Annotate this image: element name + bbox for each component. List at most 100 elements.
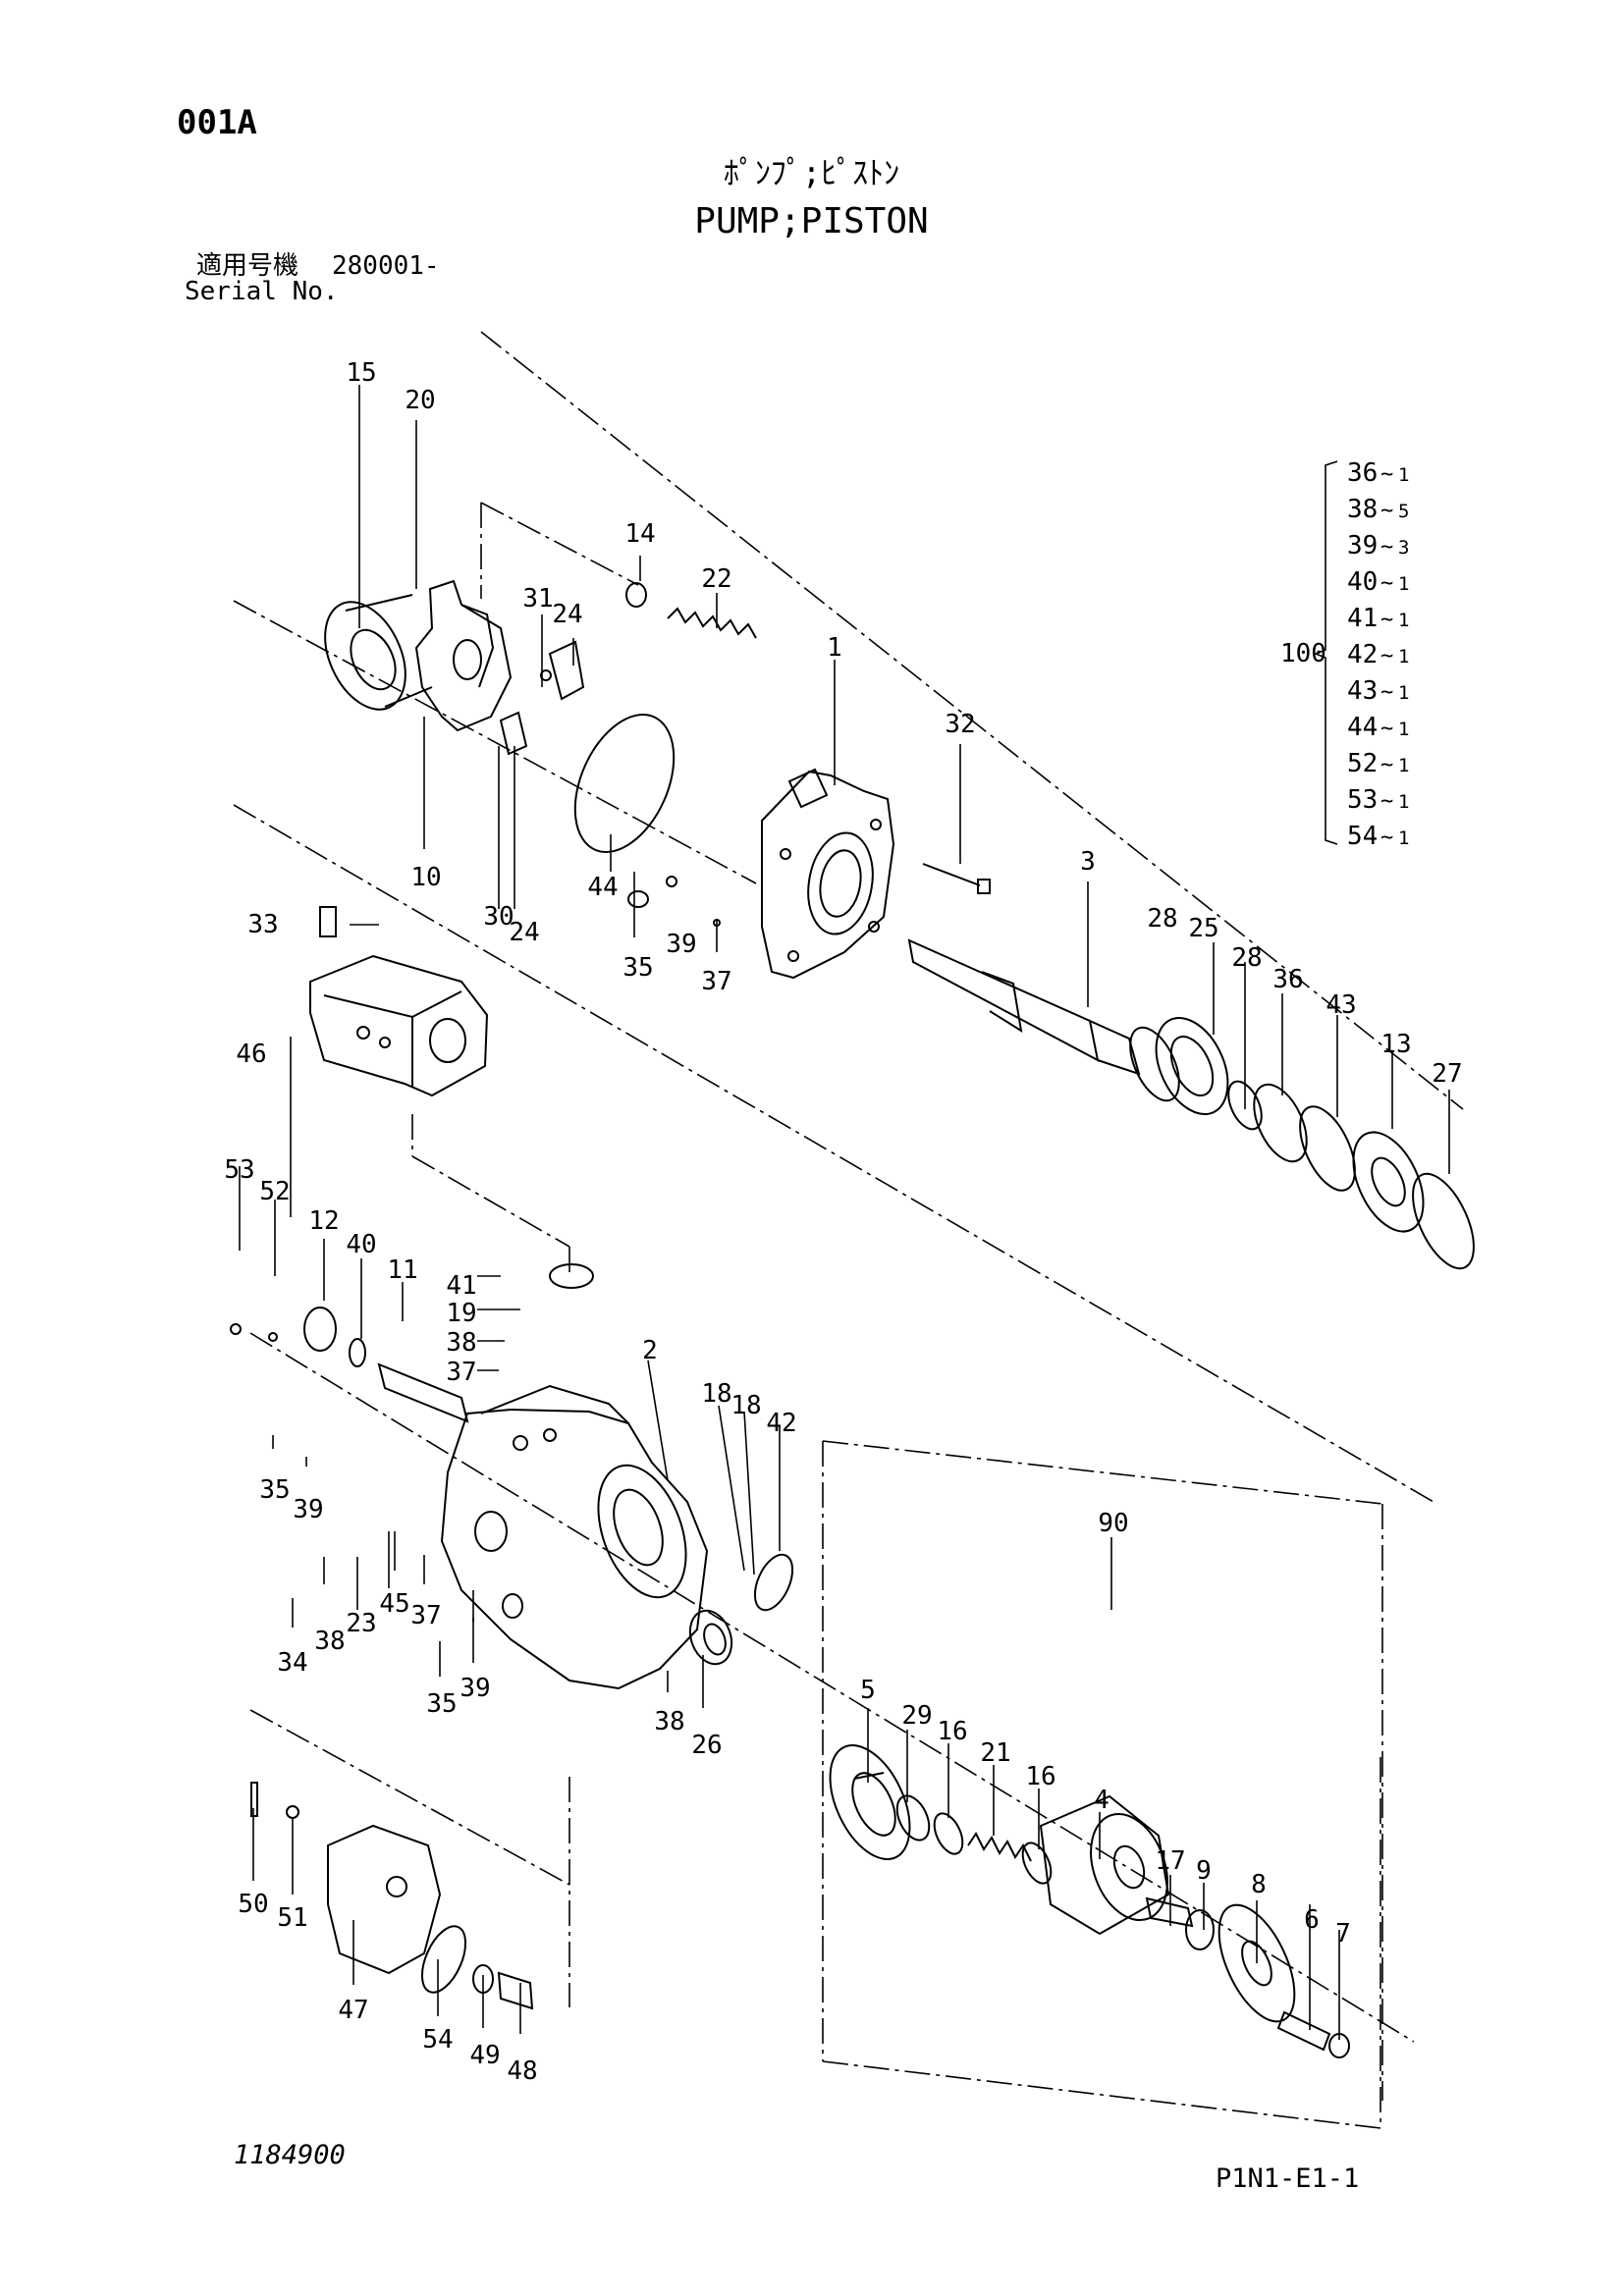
bushing-49 — [472, 1964, 494, 1994]
kit-item-qty: 1 — [1398, 828, 1409, 849]
callout-48: 48 — [507, 2056, 537, 2086]
callout-53: 53 — [224, 1155, 254, 1185]
bearing-25 — [1129, 1016, 1475, 1270]
kit-item-qty: 1 — [1398, 610, 1409, 631]
kit-item-separator: ~ — [1380, 680, 1393, 705]
callout-35c: 35 — [426, 1689, 457, 1719]
o-ring-41 — [549, 1263, 594, 1289]
kit-item-part: 42 — [1347, 640, 1378, 669]
kit-item-separator: ~ — [1380, 753, 1393, 777]
callout-32: 32 — [945, 710, 975, 739]
callout-5: 5 — [860, 1676, 876, 1705]
callout-13: 13 — [1380, 1030, 1411, 1059]
callout-49: 49 — [469, 2041, 500, 2070]
valve-plate-5 — [829, 1744, 911, 1860]
callout-18a: 18 — [701, 1379, 731, 1409]
kit-item-qty: 1 — [1398, 573, 1409, 595]
kit-item-part: 38 — [1347, 495, 1378, 524]
o-ring-54 — [420, 1925, 467, 1994]
callout-47: 47 — [338, 1996, 368, 2025]
kit-item-part: 44 — [1347, 713, 1378, 742]
gear-pump-47 — [250, 1782, 442, 1975]
callout-15: 15 — [346, 358, 376, 388]
kit-list: 100 36~138~539~340~141~142~143~144~152~1… — [1280, 458, 1409, 851]
callout-10: 10 — [410, 863, 441, 892]
coupling-48 — [497, 1971, 534, 2010]
needle-bearing-26 — [688, 1609, 733, 1666]
plug-35-a — [627, 876, 721, 927]
page-code: 001A — [177, 103, 257, 142]
callout-22: 22 — [701, 564, 731, 594]
callout-40: 40 — [346, 1230, 376, 1259]
kit-item-part: 41 — [1347, 604, 1378, 633]
callout-52: 52 — [259, 1177, 290, 1206]
kit-item-part: 36 — [1347, 458, 1378, 488]
callout-35b: 35 — [259, 1475, 290, 1505]
callout-37c: 37 — [410, 1601, 441, 1630]
callout-6: 6 — [1304, 1905, 1320, 1935]
callout-50: 50 — [238, 1890, 268, 1919]
page-reference: P1N1-E1-1 — [1216, 2163, 1360, 2194]
callout-21: 21 — [980, 1738, 1010, 1768]
page-title: PUMP;PISTON — [694, 201, 929, 241]
callout-54: 54 — [422, 2025, 453, 2055]
kit-item-separator: ~ — [1380, 608, 1393, 632]
callout-27: 27 — [1432, 1059, 1462, 1089]
o-ring-44 — [573, 714, 676, 853]
serial-label: Serial No. — [185, 277, 339, 306]
callout-51: 51 — [277, 1903, 307, 1933]
callout-37b: 37 — [446, 1358, 476, 1387]
retainer-plate-8 — [1217, 1903, 1296, 2023]
callout-25: 25 — [1188, 914, 1218, 943]
kit-item-separator: ~ — [1380, 717, 1393, 741]
callout-2: 2 — [642, 1336, 658, 1365]
serial-number-value: 280001- — [332, 251, 440, 281]
callout-46: 46 — [236, 1040, 266, 1069]
kit-item-part: 43 — [1347, 676, 1378, 706]
spherical-bush — [1145, 1896, 1215, 1950]
piston-shoe — [1276, 2010, 1350, 2058]
o-ring-42 — [753, 1553, 794, 1612]
callout-11: 11 — [387, 1255, 417, 1285]
callout-20: 20 — [405, 386, 435, 415]
kit-item-qty: 1 — [1398, 719, 1409, 740]
kit-bracket — [1313, 460, 1338, 845]
callout-8: 8 — [1251, 1870, 1267, 1899]
callout-38a: 38 — [446, 1328, 476, 1358]
cylinder-block-4 — [1039, 1794, 1170, 1936]
callout-34: 34 — [277, 1648, 307, 1678]
callout-90: 90 — [1098, 1509, 1128, 1538]
kit-item-separator: ~ — [1380, 789, 1393, 814]
callout-38c: 38 — [654, 1707, 684, 1736]
callout-9: 9 — [1196, 1856, 1212, 1886]
callout-18b: 18 — [730, 1391, 761, 1420]
callout-16a: 16 — [937, 1717, 967, 1746]
kit-item-separator: ~ — [1380, 644, 1393, 668]
callout-38b: 38 — [314, 1627, 345, 1656]
bolt-32 — [922, 863, 991, 894]
serial-label-japanese: 適用号機 — [196, 251, 299, 281]
callout-44: 44 — [587, 873, 618, 902]
callout-4: 4 — [1094, 1786, 1109, 1815]
kit-item-separator: ~ — [1380, 826, 1393, 850]
callout-31: 31 — [522, 584, 553, 614]
kit-item-part: 39 — [1347, 531, 1378, 561]
callout-39c: 39 — [460, 1674, 490, 1703]
callout-14: 14 — [624, 519, 655, 549]
kit-item-part: 54 — [1347, 822, 1378, 851]
kit-item-part: 53 — [1347, 785, 1378, 815]
callout-36: 36 — [1272, 965, 1303, 994]
pump-cover-housing — [761, 768, 895, 980]
kit-item-qty: 1 — [1398, 682, 1409, 704]
cylinder-spring-parts — [895, 1794, 1053, 1885]
callout-19: 19 — [446, 1299, 476, 1328]
callout-35a: 35 — [622, 953, 653, 983]
kit-item-qty: 5 — [1398, 501, 1409, 522]
callout-3: 3 — [1080, 847, 1096, 877]
pump-casing — [440, 1384, 709, 1690]
shoe-plates — [499, 640, 585, 756]
center-lines — [233, 331, 1464, 2129]
callout-17: 17 — [1155, 1846, 1185, 1876]
kit-item-qty: 1 — [1398, 755, 1409, 776]
